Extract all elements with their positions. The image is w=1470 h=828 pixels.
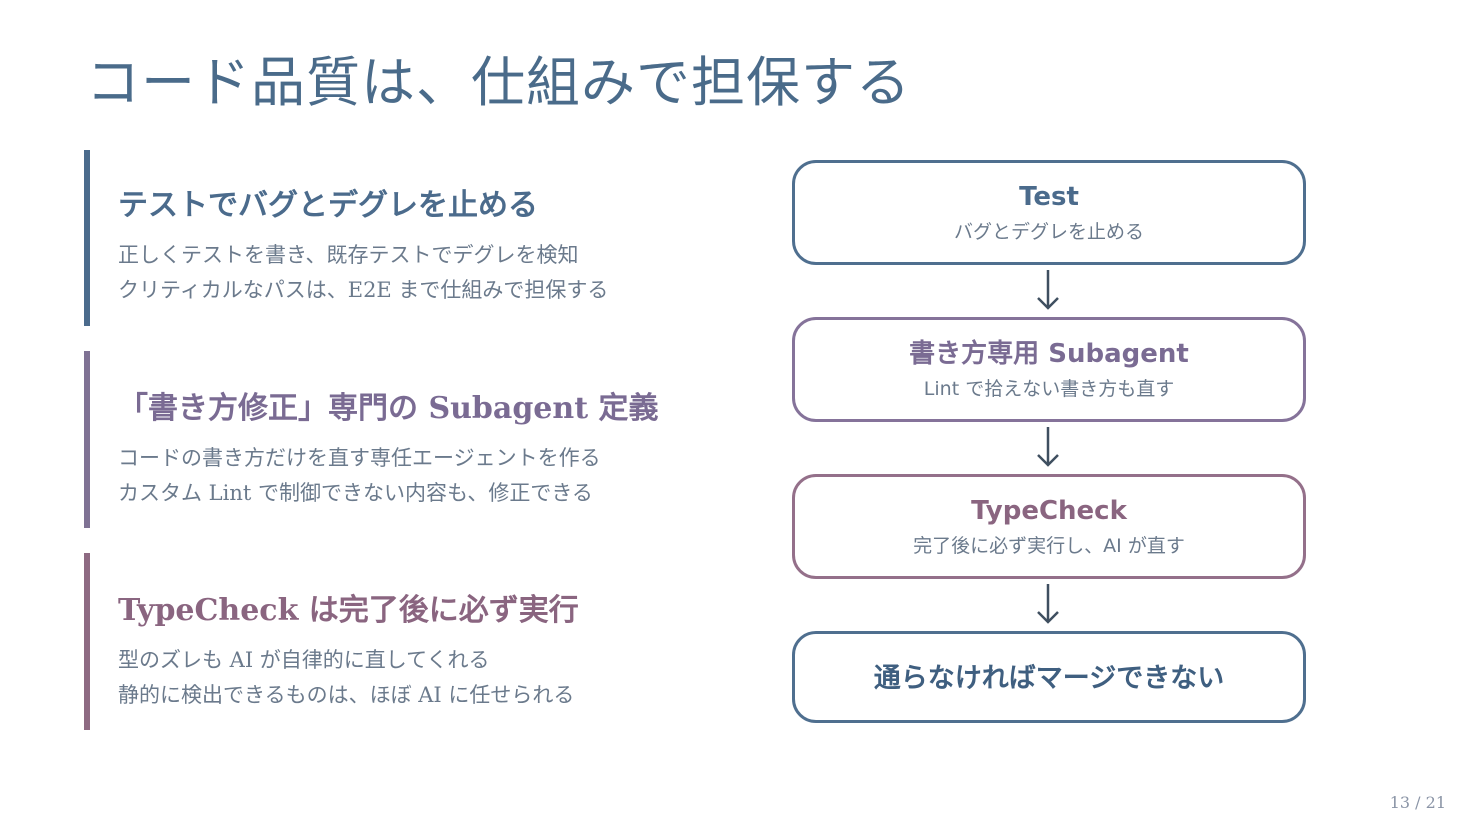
- down-arrow-icon: [1036, 425, 1060, 469]
- flow-step-subtitle: 完了後に必ず実行し、AI が直す: [913, 535, 1185, 557]
- flow-step-subtitle: バグとデグレを止める: [953, 221, 1144, 243]
- point-heading: テストでバグとデグレを止める: [118, 188, 538, 223]
- point-heading: TypeCheck は完了後に必ず実行: [118, 593, 579, 628]
- flow-step-merge-gate: 通らなければマージできない: [792, 631, 1306, 723]
- down-arrow-icon: [1036, 268, 1060, 312]
- flow-step-subtitle: Lint で拾えない書き方も直す: [923, 378, 1175, 400]
- point-line: カスタム Lint で制御できない内容も、修正できる: [118, 481, 593, 505]
- point-line: コードの書き方だけを直す専任エージェントを作る: [118, 446, 601, 470]
- page-number: 13 / 21: [1389, 793, 1446, 812]
- flow-step-title: 通らなければマージできない: [873, 663, 1225, 694]
- point-line: 静的に検出できるものは、ほぼ AI に任せられる: [118, 683, 575, 707]
- point-line: クリティカルなパスは、E2E まで仕組みで担保する: [118, 278, 609, 302]
- flow-step-title: TypeCheck: [971, 496, 1127, 526]
- flow-step-subagent: 書き方専用 Subagent Lint で拾えない書き方も直す: [792, 317, 1306, 422]
- slide-title: コード品質は、仕組みで担保する: [86, 51, 911, 114]
- flow-step-title: 書き方専用 Subagent: [909, 339, 1189, 369]
- point-body: 正しくテストを書き、既存テストでデグレを検知 クリティカルなパスは、E2E まで…: [118, 238, 684, 308]
- point-line: 型のズレも AI が自律的に直してくれる: [118, 648, 490, 672]
- point-body: コードの書き方だけを直す専任エージェントを作る カスタム Lint で制御できな…: [118, 441, 684, 511]
- point-line: 正しくテストを書き、既存テストでデグレを検知: [118, 243, 579, 267]
- flow-step-test: Test バグとデグレを止める: [792, 160, 1306, 265]
- point-subagent: 「書き方修正」専門の Subagent 定義 コードの書き方だけを直す専任エージ…: [84, 351, 684, 528]
- flow-step-title: Test: [1019, 182, 1079, 212]
- flow-step-typecheck: TypeCheck 完了後に必ず実行し、AI が直す: [792, 474, 1306, 579]
- down-arrow-icon: [1036, 582, 1060, 626]
- point-heading: 「書き方修正」専門の Subagent 定義: [118, 391, 659, 426]
- point-test: テストでバグとデグレを止める 正しくテストを書き、既存テストでデグレを検知 クリ…: [84, 150, 684, 326]
- point-typecheck: TypeCheck は完了後に必ず実行 型のズレも AI が自律的に直してくれる…: [84, 553, 684, 730]
- point-body: 型のズレも AI が自律的に直してくれる 静的に検出できるものは、ほぼ AI に…: [118, 643, 684, 713]
